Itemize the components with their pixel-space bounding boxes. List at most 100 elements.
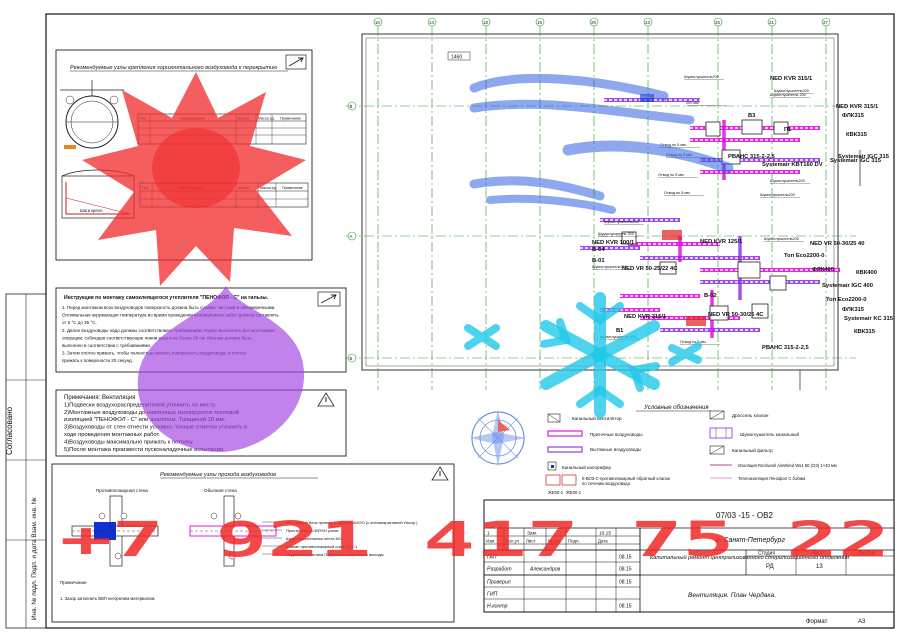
equipment-label: Systemair IGC 315: [838, 154, 890, 160]
soglasovano-label: Согласовано: [5, 406, 14, 455]
duct-note: Шумоглушитель200: [774, 89, 809, 93]
equipment-label: КВК315: [854, 329, 876, 335]
equipment-label: Systemair IGC 315: [830, 158, 882, 164]
signatory-role: Разработ: [487, 567, 512, 573]
duct-note: Шумоглушитель200: [770, 179, 805, 183]
format-label: Формат: [806, 619, 828, 625]
equipment-label: NED KVR 315/1: [836, 104, 879, 110]
wall-notes-title: Примечание: [60, 580, 87, 585]
wall-note: 1. Зазор заполнить ВВП негорючим материа…: [60, 596, 156, 601]
dimension-box: [447, 51, 471, 61]
legend-item-supply: Приточные воздуховоды: [590, 432, 643, 437]
wall-spec-line: Пристройка по B\RSH узлов: [286, 528, 338, 533]
axis-label: 18: [483, 20, 488, 25]
equipment-label: ФЛК315: [842, 113, 865, 119]
section-icon: [285, 54, 307, 70]
legend-item-filter: Канальный фильтр: [732, 447, 773, 453]
instruction-line: операции, соблюдая соответствующие линии…: [62, 335, 253, 340]
legend: Условные обозначения Канальный вентилято…: [545, 405, 837, 495]
wall-spec-line: Монтажный блок проема 1. габарит АХОО (с…: [286, 520, 418, 525]
duct-note: Шумоглушитель200: [760, 193, 795, 197]
equipment-label: Systemair KC 315: [844, 316, 894, 322]
duct-note: Шумоглушитель 200: [598, 232, 634, 236]
note-line: изоляцией "ПЕНОФОЛ - С" или аналогом. То…: [64, 416, 226, 423]
axis-label: 23: [645, 20, 650, 25]
warning-icon: [431, 466, 449, 481]
equipment-label: NED KVR 100/1: [592, 240, 635, 246]
svg-text:Масса ед.: Масса ед.: [260, 186, 277, 190]
note-line: 1)Подвески воздухораспределителей уточни…: [64, 401, 217, 408]
equipment-label: Systemair IGC 400: [822, 283, 873, 289]
column-header: Подп.: [568, 539, 580, 544]
wall-spec-line: Шумоглушительная лента 6X2: [286, 536, 344, 541]
duct-note: Отвод по 5 мм: [664, 191, 690, 195]
svg-text:Примечание: Примечание: [282, 186, 303, 190]
row-label: А: [350, 234, 353, 239]
watermark-phone: +7 921 417 75 22: [60, 512, 890, 568]
wall-spec-text: Монтажный блок проема 1. габарит АХОО (с…: [262, 520, 418, 557]
section-icon: [317, 291, 341, 307]
equipment-label: В-02: [704, 293, 717, 299]
wall-spec-line: Клапан противопожарный клап. КПУ-1: [286, 544, 358, 549]
duct-note: Шумоглушитель200: [684, 75, 719, 79]
signatory-date: 08.15: [619, 567, 632, 573]
instruction-line: прижать к поверхности 20 секунд.: [62, 358, 133, 363]
duct-note: Отвод по 5 мм: [658, 173, 684, 177]
revision-cell: 1: [487, 531, 490, 537]
legend-item-fire-valve-2: по сечению воздуховода: [582, 481, 631, 486]
sheet-number: 13: [816, 564, 823, 570]
row-label: Б: [350, 356, 353, 361]
equipment-label: NED KVR 315/1: [624, 314, 667, 320]
fire-wall-label: Противопожарная стена: [96, 488, 148, 493]
equipment-label: ФЛК315: [842, 307, 865, 313]
axis-label: 27: [823, 20, 828, 25]
legend-item-penofol: Теплоизоляция Пенофол С δ10мм: [738, 476, 805, 481]
stamp-strip-label: Инв. № подл. Подп. и дата Взам. инв. №: [31, 497, 38, 620]
equipment-label: В-01: [592, 258, 605, 264]
detail-panel-title: Рекомендуемые узлы крепления горизонталь…: [70, 65, 278, 71]
format-value: А3: [858, 619, 866, 625]
legend-code-1: ЖЕ00-1: [548, 490, 564, 495]
project-name: Капитальный ремонт централизованного сте…: [650, 554, 849, 561]
equipment-label: Топ Есо2200-0: [784, 253, 825, 259]
axis-label: 26: [715, 20, 720, 25]
revision-cell: Зам.: [527, 531, 537, 537]
equipment-label: NED KVR 125/1: [700, 239, 743, 245]
legend-item-heater: Канальный калорифер: [562, 464, 611, 470]
equipment-label: Systemair KBT160 DV: [762, 162, 823, 168]
duct-note: Шумоглушитель 500: [600, 335, 636, 339]
duct-network: [580, 94, 840, 338]
duct-note: 200 мм: [686, 101, 699, 105]
equipment-label: КВК400: [856, 270, 877, 276]
instruction-line: 2. Далее воздуховоды надо должны соответ…: [62, 328, 275, 333]
axis-label: 10: [375, 20, 380, 25]
legend-title: Условные обозначения: [643, 405, 709, 411]
legend-item-fan: Канальный вентилятор: [572, 415, 622, 421]
ordinary-wall-node: [189, 495, 277, 567]
signatory-date: 08.15: [619, 604, 632, 610]
equipment-label: ФЛК400: [812, 267, 834, 273]
equipment-label: П1: [784, 127, 792, 133]
hanger-caption: Шаги крепл.: [80, 208, 104, 213]
equipment-label: В1: [616, 328, 624, 334]
column-header: Лист: [526, 539, 536, 544]
warning-icon: [317, 392, 335, 407]
duct-note: Шумоглушитель200: [592, 265, 627, 269]
equipment-label: В-04: [592, 247, 605, 253]
blue-wind-lines: [469, 73, 734, 214]
svg-text:Примечание: Примечание: [280, 117, 301, 121]
equipment-label: РВАНС 315-2-2,5: [762, 345, 810, 351]
duct-note: Шумоглушитель 200: [770, 93, 806, 97]
column-header: № док.: [548, 539, 562, 544]
note-line: 3)Воздуховоды от стен отнести условно, т…: [64, 425, 247, 431]
signatory-name: Александров: [529, 567, 561, 573]
sheet-title: Вентиляция. План Чердака.: [688, 591, 776, 599]
equipment-label: NED VR 50-30/25 40: [810, 241, 864, 247]
stage-value: РД: [766, 564, 774, 570]
signatory-date: 08.15: [619, 555, 632, 561]
legend-item-silencer: Шумоглушитель канальный: [740, 431, 799, 437]
watermark: +7 921 417 75 22: [60, 72, 890, 568]
column-header: Изм.: [486, 539, 495, 544]
